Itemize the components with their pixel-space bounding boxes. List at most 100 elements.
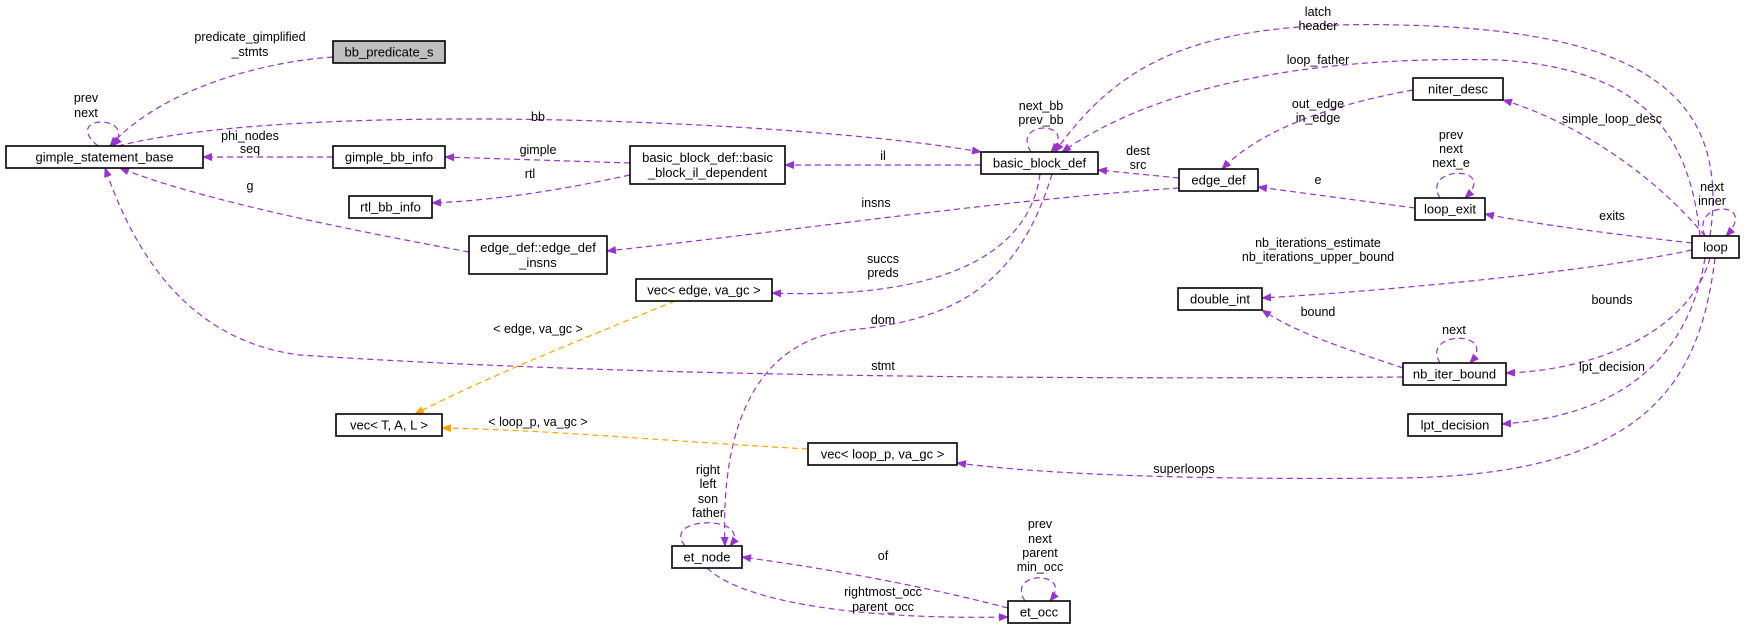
node-lpt-decision[interactable]: lpt_decision [1407,413,1503,437]
edge-line [1501,257,1706,428]
edge-label: g [247,179,254,193]
edge-line [1020,577,1059,602]
edge-label: < loop_p, va_gc > [488,415,587,429]
node-edge-def[interactable]: edge_def [1178,168,1259,192]
node-double-int[interactable]: double_int [1177,287,1263,311]
node-box [468,235,608,275]
node-label: nb_iter_bound [1413,367,1496,382]
edge-label: simple_loop_desc [1562,112,1662,126]
edge-label: in_edge [1296,111,1341,125]
node-vec-T[interactable]: vec< T, A, L > [335,413,443,437]
node-box [1407,413,1503,437]
edge-label: prev [1439,128,1464,142]
node-loop-exit[interactable]: loop_exit [1414,197,1486,221]
node-label: edge_def [1191,173,1246,188]
node-label: basic_block_def [993,156,1087,171]
edge-line [1257,184,1416,209]
edge-label: parent [1022,546,1058,560]
edge-line [956,257,1716,480]
node-edge-def-insns[interactable]: edge_def::edge_def_insns [468,235,608,275]
node-nb-iter-bound[interactable]: nb_iter_bound [1402,362,1507,386]
edge-label: inner [1698,194,1726,208]
edge-label: next_bb [1019,99,1064,113]
node-basic-block-def[interactable]: basic_block_def [980,151,1099,175]
node-label: double_int [1190,292,1250,307]
edge-label: stmt [871,359,895,373]
edge-line [431,174,631,207]
node-loop[interactable]: loop [1691,235,1740,259]
edge-label: seq [240,142,260,156]
edge-stmt: stmt [104,167,1404,379]
edge-exits: exits [1484,209,1693,244]
node-box [1691,235,1740,259]
edge-label: bb [531,110,545,124]
node-gimple-statement-base[interactable]: gimple_statement_base [5,145,204,169]
edge-line [1505,257,1711,377]
edge-vec-loop-tpl: < loop_p, va_gc > [441,415,809,450]
edge-label: latch [1305,5,1331,19]
edge-line [441,424,809,450]
node-et-node[interactable]: et_node [671,545,743,569]
node-rtl-bb-info[interactable]: rtl_bb_info [348,195,433,219]
edge-label: bounds [1591,293,1632,307]
node-et-occ[interactable]: et_occ [1007,600,1071,624]
node-gimple-bb-info[interactable]: gimple_bb_info [332,145,446,169]
node-label: vec< T, A, L > [350,418,428,433]
edge-vec-edge-tpl: < edge, va_gc > [414,300,676,415]
edge-label: next [1439,142,1463,156]
edge-label: exits [1599,209,1625,223]
edge-line [414,300,676,415]
edge-label: parent_occ [852,600,914,614]
node-label: rtl_bb_info [360,200,421,215]
edge-label: prev [74,91,99,105]
node-label: edge_def::edge_def [480,240,596,255]
node-box [332,40,446,64]
edge-line [720,173,1053,547]
edge-line [1702,208,1736,237]
node-vec-loop-p[interactable]: vec< loop_p, va_gc > [807,442,958,466]
node-box [671,545,743,569]
edge-line [1061,58,1701,237]
edge-line [1502,98,1706,237]
edge-label: _stmts [231,45,269,59]
edge-line [87,121,122,147]
node-box [335,413,443,437]
edge-line [741,554,1009,609]
edge-loop-father: loop_father [1061,53,1701,237]
node-label: _block_il_dependent [647,165,768,180]
edge-label: father [692,506,724,520]
edge-label: il [880,149,886,163]
node-bb-predicate-s[interactable]: bb_predicate_s [332,40,446,64]
node-vec-edge[interactable]: vec< edge, va_gc > [635,278,773,302]
edge-line [104,167,1404,379]
node-box [1178,168,1259,192]
edge-insns: insns [606,187,1180,255]
edge-lpt: lpt_decision [1501,257,1706,428]
edge-label: bound [1301,305,1336,319]
edge-label: phi_nodes [221,129,279,143]
node-label: et_node [684,550,731,565]
node-bb-il-dependent[interactable]: basic_block_def::basic_block_il_dependen… [629,145,786,185]
node-box [635,278,773,302]
edge-nb-iter: nb_iterations_estimatenb_iterations_uppe… [1242,236,1693,302]
edge-il: il [784,149,981,169]
node-box [1177,287,1263,311]
node-box [332,145,446,169]
edge-label: out_edge [1292,97,1344,111]
edge-line [1097,166,1180,179]
edge-label: loop_father [1287,53,1350,67]
edge-line [119,167,470,253]
node-box [1402,362,1507,386]
edge-line [1261,249,1693,302]
node-niter-desc[interactable]: niter_desc [1412,77,1504,101]
